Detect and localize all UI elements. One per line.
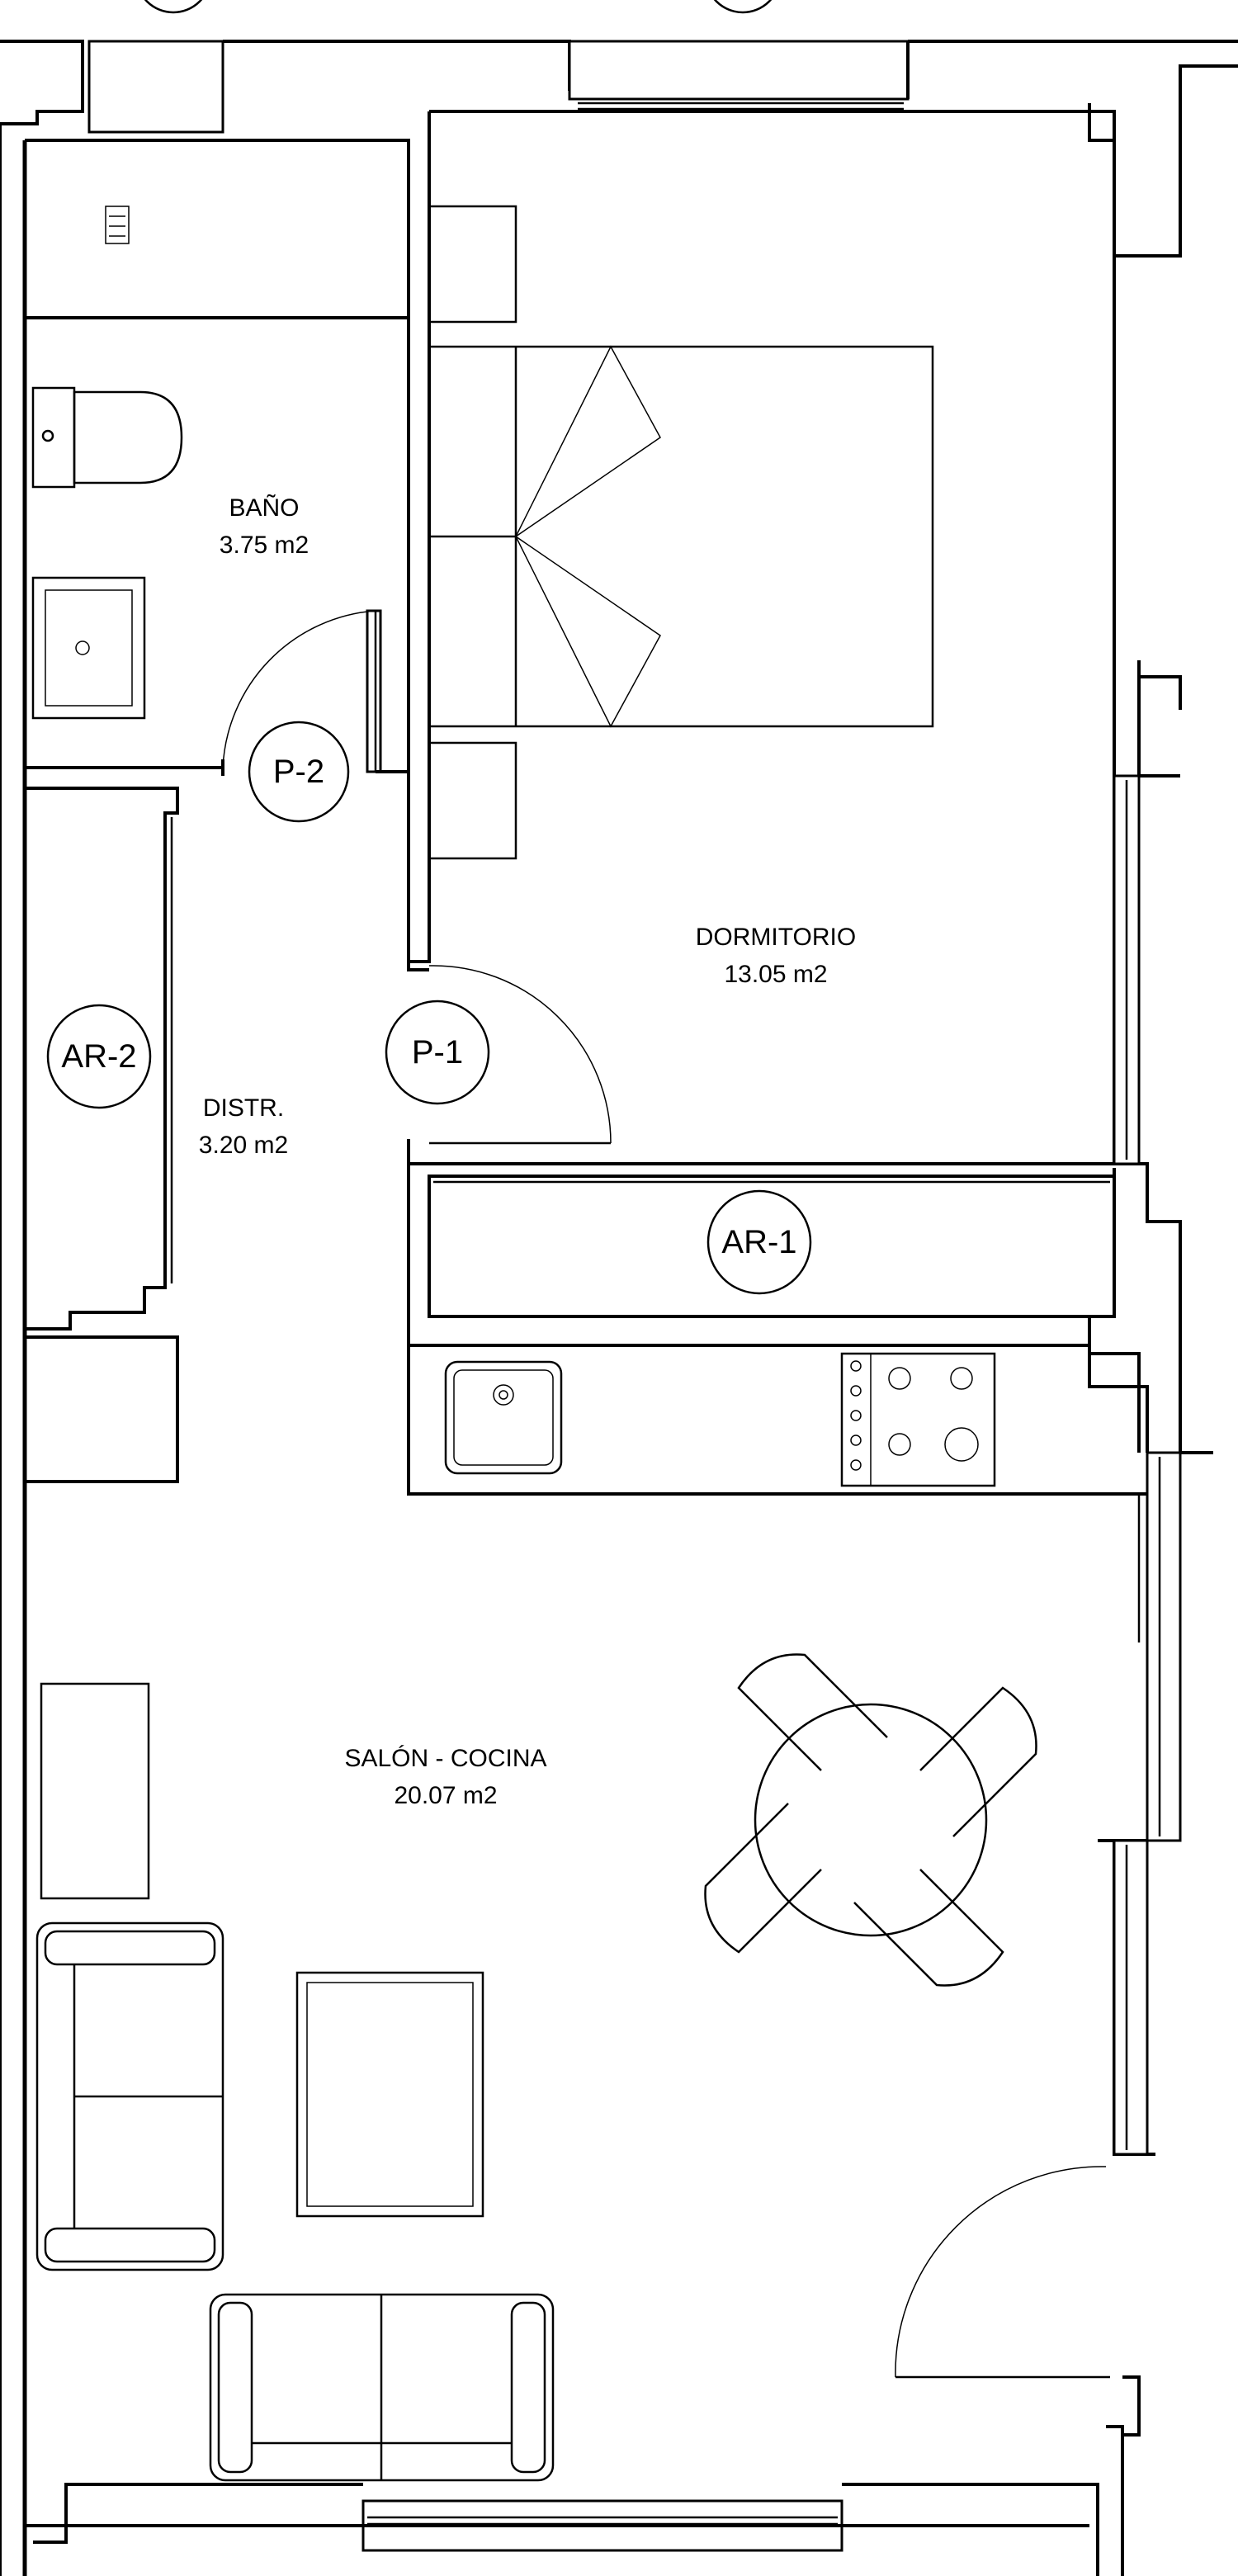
sideboard [40,1682,150,1900]
door-p1: P-1 [385,965,612,1145]
stove-icon [840,1352,996,1487]
entrance-door [895,2166,1110,2379]
bathroom-fixtures [31,206,183,720]
door-p2: P-2 [222,610,377,823]
bedroom-walls [407,110,1141,1165]
closet-ar1: AR-1 [407,1164,1141,1496]
bed-icon [428,345,934,728]
dining-table-icon [704,1653,1037,1987]
sink-icon [31,576,146,720]
kitchen-counter [407,1344,1149,1496]
sofa-icon [35,1921,224,2271]
bedroom-furniture [428,205,934,860]
nightstand [428,741,517,860]
living-furniture [35,1653,1037,2482]
kitchen-sink-icon [444,1360,563,1475]
room-name-bedroom: DORMITORIO [696,924,856,951]
exterior-walls [0,40,1238,2576]
room-area-bathroom: 3.75 m2 [220,532,309,559]
bathroom-walls [23,139,410,776]
sofa-icon [209,2293,555,2482]
room-name-distribution: DISTR. [203,1094,284,1122]
room-area-living-kitchen: 20.07 m2 [394,1782,497,1809]
room-area-distribution: 3.20 m2 [199,1132,288,1159]
room-name-bathroom: BAÑO [229,494,299,522]
room-name-living-kitchen: SALÓN - COCINA [344,1745,546,1772]
corridor-block [23,1335,179,1483]
axis-markers [144,0,773,14]
toilet-icon [31,386,183,489]
tag-p2: P-2 [273,754,324,790]
coffee-table-icon [295,1971,484,2218]
living-walls [25,1451,1182,2527]
tag-ar1: AR-1 [721,1224,796,1260]
tag-p1: P-1 [412,1034,463,1071]
tag-ar2: AR-2 [61,1038,136,1075]
room-area-bedroom: 13.05 m2 [724,961,827,988]
nightstand [428,205,517,324]
closet-ar2: AR-2 [25,787,179,1331]
room-labels: BAÑO 3.75 m2 DORMITORIO 13.05 m2 DISTR. … [199,494,856,1809]
